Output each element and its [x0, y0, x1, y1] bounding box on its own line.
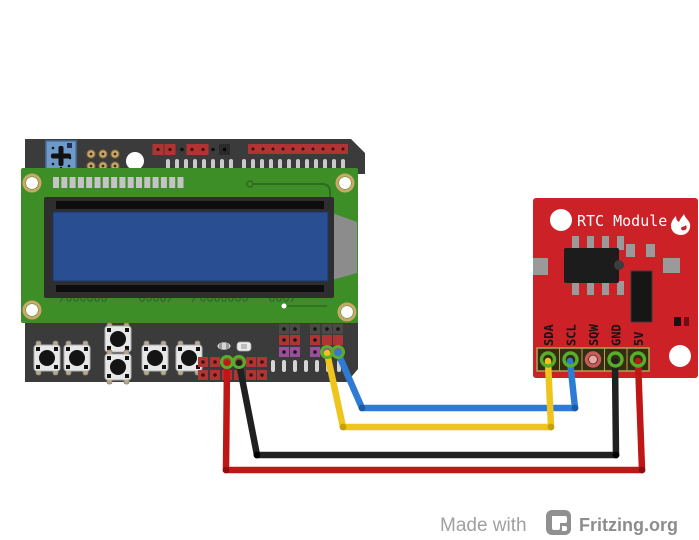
flame-icon: [671, 214, 691, 235]
rtc-ic-chip: [564, 236, 624, 295]
rtc-module-label: RTC Module: [577, 212, 667, 230]
svg-text:5V: 5V: [632, 332, 646, 346]
footer-watermark: Made with Fritzing.org: [440, 510, 678, 536]
fritzing-logo-icon: [546, 510, 571, 535]
lcd-screen: [52, 211, 329, 282]
button-select[interactable]: [33, 340, 61, 376]
mounting-holes: [22, 173, 357, 322]
lcd-pcb-pads: [53, 177, 184, 188]
wire-bendpoints: [222, 404, 646, 474]
pcb-traces: [246, 180, 331, 307]
i2c-header-block: [271, 324, 343, 372]
lcd-side-tab: [332, 213, 357, 280]
rtc-hole-bottom: [669, 345, 691, 367]
rtc-pin-gnd[interactable]: [607, 351, 624, 368]
rtc-pin-scl[interactable]: [562, 351, 579, 368]
rtc-pin-5v[interactable]: [629, 351, 647, 368]
rtc-pin-labels: SDA SCL SQW GND 5V: [542, 324, 646, 346]
svg-text:SCL: SCL: [565, 324, 579, 346]
svg-text:SQW: SQW: [587, 324, 601, 346]
digital-header-pads: [248, 144, 348, 154]
rtc-pin-rings: [539, 351, 647, 368]
rtc-pads: [533, 244, 680, 275]
svg-text:SDA: SDA: [542, 324, 556, 346]
pcb-white-dot: [281, 303, 287, 309]
button-right[interactable]: [141, 340, 169, 376]
wire-scl[interactable]: [334, 349, 579, 412]
shield-hole: [126, 152, 144, 170]
button-down[interactable]: [104, 349, 132, 385]
shield-connection-rings: [220, 345, 345, 369]
shield-scl-ring: [331, 345, 345, 359]
rtc-smd-cap: [674, 317, 681, 326]
rtc-pin-sda[interactable]: [539, 351, 557, 368]
made-with-text: Made with: [440, 515, 527, 536]
rtc-smd-res: [684, 317, 689, 326]
wire-gnd[interactable]: [235, 357, 620, 459]
shield-gnd-ring: [232, 355, 246, 369]
contrast-trimpot[interactable]: [45, 140, 77, 172]
rtc-crystal: [630, 270, 653, 323]
wire-5v[interactable]: [222, 357, 646, 474]
wires: [222, 349, 646, 474]
smd-resistor: [236, 341, 252, 352]
analog-header-pads: [152, 144, 230, 155]
fritzing-brand-text: Fritzing.org: [579, 515, 678, 535]
rtc-module[interactable]: RTC Module SDA SCL S: [533, 198, 698, 378]
rtc-hole-top: [550, 209, 572, 231]
wire-sda[interactable]: [323, 349, 555, 431]
rtc-pin-sqw[interactable]: [584, 351, 602, 368]
lcd-display[interactable]: [44, 197, 334, 298]
smd-led: [217, 342, 231, 350]
svg-text:GND: GND: [610, 324, 624, 346]
lcd-keypad-shield[interactable]: [21, 139, 365, 385]
button-left[interactable]: [63, 340, 91, 376]
